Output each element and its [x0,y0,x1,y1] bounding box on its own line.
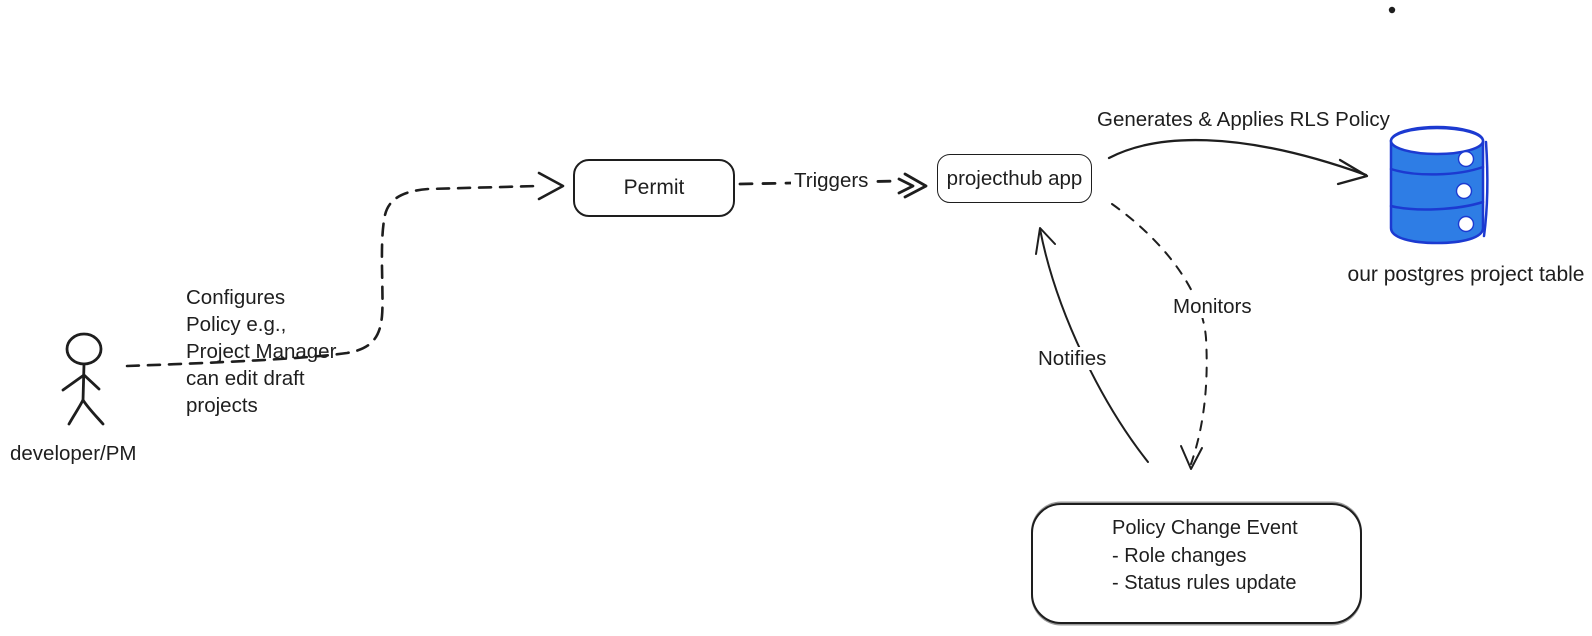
node-permit: Permit [573,159,735,217]
projecthub-app-label: projecthub app [946,166,1083,190]
configures-arrow [125,171,565,368]
monitors-arrow-label: Monitors [1170,295,1255,318]
dot-mark [1388,6,1396,14]
permit-label: Permit [623,176,685,199]
generates-arrow-label: Generates & Applies RLS Policy [1094,108,1393,131]
configures-arrow-label: Configures Policy e.g., Project Manager … [186,286,337,417]
generates-arrow [1107,138,1369,186]
stick-figure-icon [61,332,105,426]
notifies-arrow-label: Notifies [1035,347,1110,370]
postgres-table-label: our postgres project table [1347,263,1585,286]
notifies-arrow [1035,227,1149,463]
triggers-arrow-label: Triggers [791,169,872,192]
node-policy-change-event: Policy Change Event - Role changes - Sta… [1031,503,1362,624]
node-projecthub-app: projecthub app [937,154,1092,203]
monitors-arrow [1111,203,1208,470]
database-cylinder-icon [1389,125,1489,245]
actor-label: developer/PM [10,442,137,465]
